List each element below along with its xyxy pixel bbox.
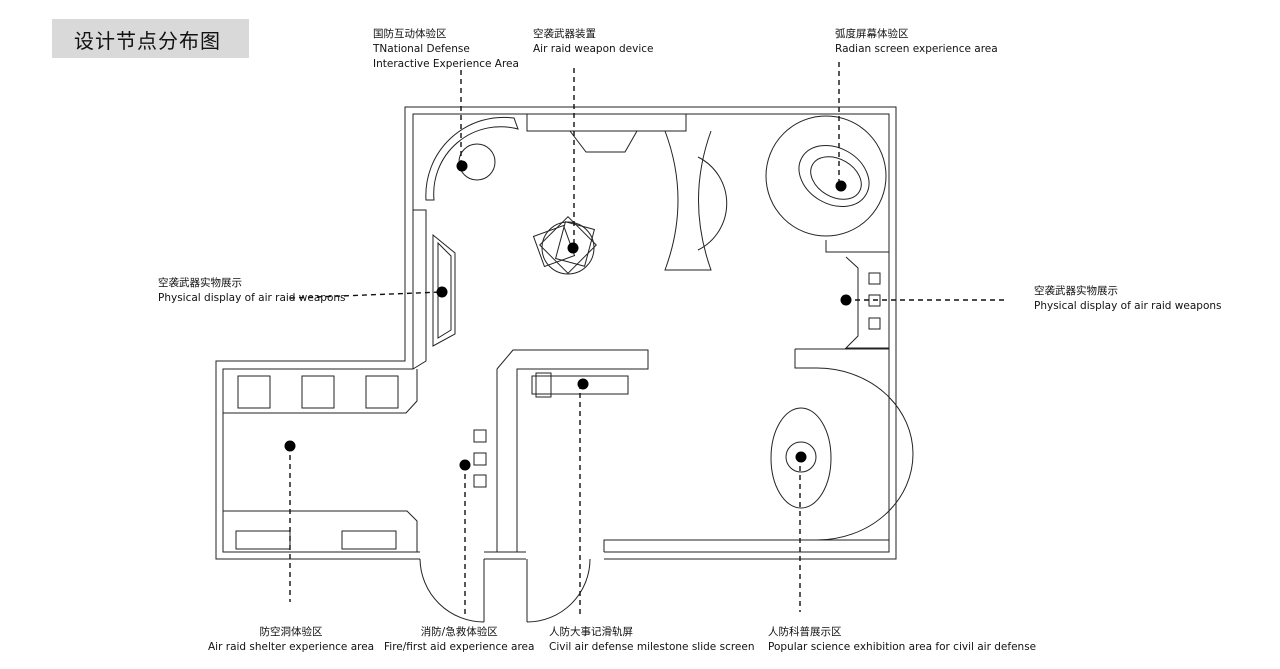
label-weapon-device-zh: 空袭武器装置 [533, 28, 596, 40]
node-interactive [456, 160, 468, 172]
node-first-aid [459, 459, 471, 471]
title-box: 设计节点分布图 [52, 19, 249, 58]
label-science-zh: 人防科普展示区 [768, 626, 842, 638]
label-radian: 弧度屏幕体验区 Radian screen experience area [835, 27, 998, 57]
page-title: 设计节点分布图 [74, 29, 221, 53]
label-milestone-en: Civil air defense milestone slide screen [549, 641, 755, 653]
label-milestone-zh: 人防大事记滑轨屏 [549, 626, 633, 638]
node-weapons-left [436, 286, 448, 298]
label-radian-en: Radian screen experience area [835, 43, 998, 55]
label-interactive-zh: 国防互动体验区 [373, 28, 447, 40]
outer-wall [215, 106, 897, 560]
label-weapons-right-zh: 空袭武器实物展示 [1034, 285, 1118, 297]
label-weapons-left: 空袭武器实物展示 Physical display of air raid we… [158, 276, 346, 306]
inner-wall [222, 113, 890, 553]
label-milestone: 人防大事记滑轨屏 Civil air defense milestone sli… [549, 625, 755, 655]
label-radian-zh: 弧度屏幕体验区 [835, 28, 909, 40]
left-display [432, 233, 456, 347]
label-weapon-device: 空袭武器装置 Air raid weapon device [533, 27, 653, 57]
label-shelter-zh: 防空洞体验区 [259, 626, 323, 638]
top-band [526, 114, 687, 132]
interactive-arc [425, 116, 519, 201]
label-weapons-right: 空袭武器实物展示 Physical display of air raid we… [1034, 284, 1222, 314]
hourglass-pillar [664, 130, 712, 271]
science-curve [816, 367, 914, 541]
node-milestone [577, 378, 589, 390]
right-display [844, 256, 889, 349]
label-first-aid: 消防/急救体验区 Fire/first aid experience area [384, 625, 534, 655]
label-science-en: Popular science exhibition area for civi… [768, 641, 1037, 653]
node-weapons-right [840, 294, 852, 306]
label-interactive: 国防互动体验区 TNational Defense Interactive Ex… [373, 27, 519, 72]
node-weapon-device [567, 242, 579, 254]
door-left [419, 558, 485, 623]
label-shelter: 防空洞体验区 Air raid shelter experience area [208, 625, 374, 655]
label-science: 人防科普展示区 Popular science exhibition area … [768, 625, 1036, 655]
label-interactive-en1: TNational Defense [373, 43, 470, 55]
node-shelter [284, 440, 296, 452]
label-first-aid-en: Fire/first aid experience area [384, 641, 535, 653]
node-science [795, 451, 807, 463]
label-interactive-en2: Interactive Experience Area [373, 58, 519, 70]
label-weapons-left-zh: 空袭武器实物展示 [158, 277, 242, 289]
label-shelter-en: Air raid shelter experience area [208, 641, 375, 653]
node-dots [284, 160, 852, 471]
milestone-wall [496, 349, 649, 552]
node-radian [835, 180, 847, 192]
counter [569, 130, 638, 153]
door-right [526, 558, 591, 623]
label-weapon-device-en: Air raid weapon device [533, 43, 654, 55]
label-weapons-right-en: Physical display of air raid weapons [1034, 300, 1222, 312]
label-first-aid-zh: 消防/急救体验区 [420, 626, 498, 638]
label-weapons-left-en: Physical display of air raid weapons [158, 292, 346, 304]
leader-lines [289, 62, 1004, 618]
